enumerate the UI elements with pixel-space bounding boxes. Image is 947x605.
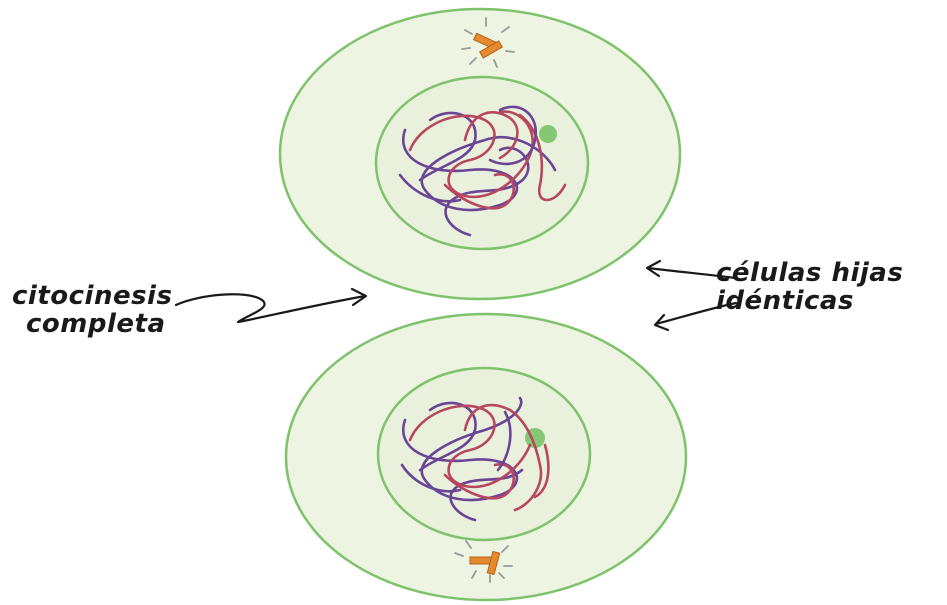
top-aster-rays bbox=[461, 17, 515, 68]
top-centrosome bbox=[461, 17, 515, 68]
bottom-chromatin-strand-purple-2 bbox=[400, 410, 512, 493]
daughter-cells-arrow-lower bbox=[654, 301, 738, 326]
daughter-cells-label-line1: células hijas bbox=[716, 258, 904, 288]
bottom-centriole-b bbox=[486, 550, 501, 576]
bottom-chromatin bbox=[400, 396, 550, 522]
cytokinesis-arrowhead bbox=[350, 287, 368, 307]
daughter-cells-label-line2: idénticas bbox=[716, 286, 854, 316]
bottom-aster-rays bbox=[454, 540, 513, 583]
top-chromatin bbox=[398, 105, 567, 237]
bottom-centrosome bbox=[454, 540, 513, 583]
top-centriole-b bbox=[479, 40, 503, 59]
bottom-daughter-cell bbox=[284, 312, 688, 602]
daughter-cells-label: células hijas idénticas bbox=[716, 259, 903, 315]
daughter-cells-arrowhead-upper bbox=[645, 259, 662, 278]
top-chromatin-strand-purple-2 bbox=[398, 105, 538, 203]
top-nucleus bbox=[374, 75, 590, 251]
annotation-arrows bbox=[174, 259, 738, 332]
bottom-nucleus bbox=[376, 366, 592, 542]
top-chromatin-strand-purple bbox=[402, 111, 557, 237]
cytokinesis-label-line1: citocinesis bbox=[12, 281, 173, 311]
daughter-cells-arrow-upper bbox=[646, 266, 737, 280]
bottom-chromatin-strand-red bbox=[408, 403, 550, 512]
daughter-cells-arrowhead-lower bbox=[653, 313, 670, 332]
cytokinesis-label: citocinesis completa bbox=[12, 282, 172, 338]
cytokinesis-label-line2: completa bbox=[26, 309, 166, 339]
top-chromatin-strand-red bbox=[408, 110, 567, 210]
cytokinesis-arrow bbox=[174, 293, 367, 324]
top-daughter-cell bbox=[278, 7, 682, 301]
top-nucleolus bbox=[539, 125, 557, 143]
bottom-centriole-a bbox=[469, 556, 493, 565]
